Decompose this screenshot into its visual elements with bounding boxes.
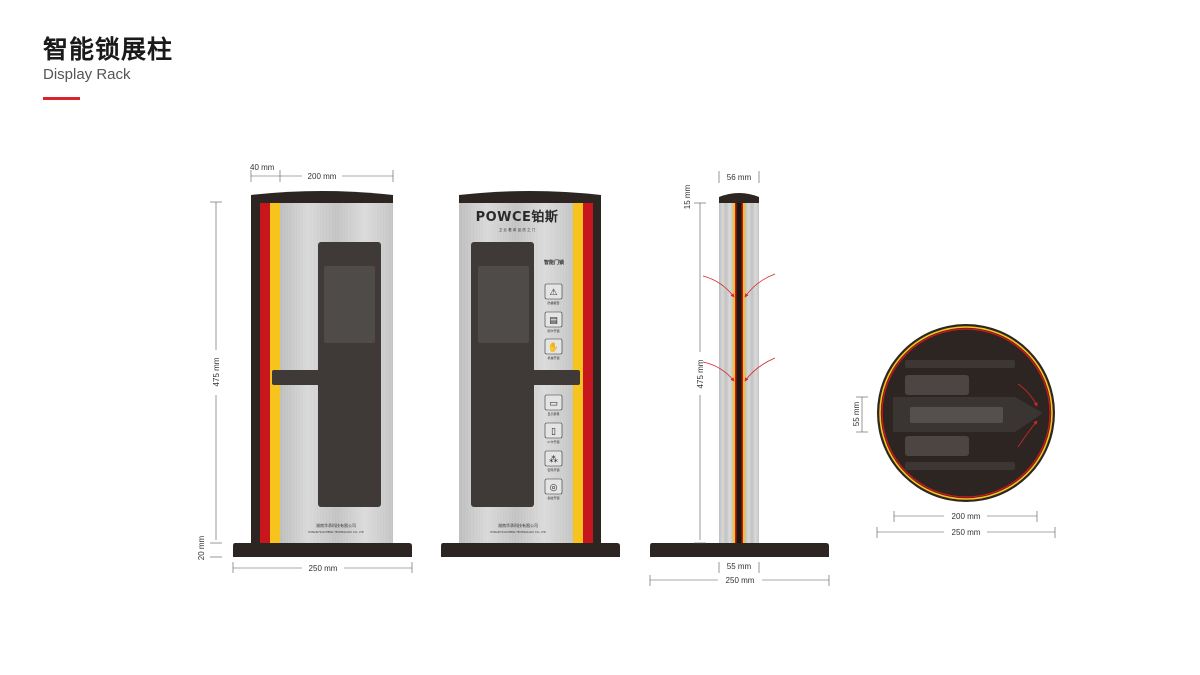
side-dim-body-width: 55 mm [727,562,752,571]
top-view-dim-depth: 55 mm [852,401,861,426]
svg-text:⁂: ⁂ [549,454,558,465]
side-view [650,193,829,557]
top-view-insert-arrows [1017,383,1038,448]
front-cap [251,191,393,202]
back-cap [459,191,601,202]
front-lock-screen [324,266,375,343]
screen-icon: ▭ 显示屏幕 [544,394,563,416]
side-stripe-core [736,203,742,543]
back-company-en: HUNAN HUACHENG TECHNOLOGY CO., LTD [490,530,546,534]
feature-label: 显示屏幕 [547,411,559,416]
front-base [233,543,412,557]
svg-text:⚠: ⚠ [549,288,557,298]
top-view-dim-outer-width: 250 mm [952,528,981,537]
side-dim-top-cap: 15 mm [683,184,692,209]
front-dim-height: 475 mm [212,357,221,386]
top-view-yellow-ring [879,326,1053,500]
svg-text:▤: ▤ [549,316,558,326]
back-stripe-red [583,203,593,543]
keypad-icon: ⁂ 密码开锁 [544,450,563,472]
fingerprint-icon: ◎ 指纹开锁 [544,478,563,500]
front-dim-base-height: 20 mm [197,535,206,560]
feature-label: 刷卡开锁 [547,328,559,333]
top-view-lock-top-rail [905,360,1015,368]
back-logo: POWCE铂斯 [476,209,559,225]
top-view [877,324,1055,502]
front-stripe-red [260,203,270,543]
feature-label: 指纹开锁 [547,495,559,500]
front-company-name: 湖南华承科技有限公司 [316,522,356,528]
svg-text:▭: ▭ [549,399,558,409]
hand-icon: ✋ 机械开锁 [544,338,563,360]
front-lock-handle [272,370,371,385]
back-brand-mark: 智能门锁 [544,259,564,266]
side-dim-base-width: 250 mm [726,576,755,585]
front-dim-base-width: 250 mm [309,564,338,573]
title-accent-rule [43,97,80,100]
card-icon: ▤ 刷卡开锁 [544,311,563,333]
feature-label: 密码开锁 [547,467,559,472]
side-stripe-yellow-right [743,203,745,543]
alarm-icon: ⚠ 防撬报警 [544,283,563,305]
top-view-lock-bottom-rail [905,462,1015,470]
svg-text:✋: ✋ [548,341,559,353]
top-view-red-ring [881,328,1051,498]
front-view: 湖南华承科技有限公司 HUNAN HUACHENG TECHNOLOGY CO.… [233,191,412,557]
side-insert-arrows [702,273,776,382]
back-slogan: 卫 业 看 希 品 质 之 门 [499,227,536,232]
top-view-dim-inner-width: 200 mm [952,512,981,521]
top-view-handle [910,407,1003,423]
front-dim-top-offset: 40 mm [250,163,275,172]
back-company-name: 湖南华承科技有限公司 [498,522,538,528]
side-stripe-red-right [741,203,743,543]
page-title: 智能锁展柱 [43,35,174,64]
side-dim-top-width: 56 mm [727,173,752,182]
back-view: POWCE铂斯 卫 业 看 希 品 质 之 门 智能门锁 ⚠ 防撬报警 ▤ 刷卡开锁 ✋… [441,191,620,557]
front-dim-top-width: 200 mm [308,172,337,181]
feature-label: 机械开锁 [547,355,559,360]
feature-label: IC卡开锁 [548,439,560,444]
page-subtitle: Display Rack [43,66,131,83]
side-stripe-yellow-left [733,203,735,543]
back-lock-handle [481,370,580,385]
side-dim-height: 475 mm [696,359,705,388]
top-view-dimensions [856,396,1056,538]
card-slot-icon: ▯ IC卡开锁 [544,422,563,444]
top-view-lock-back-block [905,436,969,456]
front-company-en: HUNAN HUACHENG TECHNOLOGY CO., LTD [308,530,364,534]
side-cap [719,193,759,203]
side-dimensions [649,171,830,586]
front-dimensions [210,170,413,573]
back-lock-screen [478,266,529,343]
top-view-lock-front-block [905,375,969,395]
back-feature-icons: ⚠ 防撬报警 ▤ 刷卡开锁 ✋ 机械开锁 ▭ 显示屏幕 ▯ IC卡开锁 ⁂ 密码开锁 ◎ 指纹开锁 [544,283,563,500]
back-base [441,543,620,557]
side-base [650,543,829,557]
side-stripe-red-left [735,203,737,543]
feature-label: 防撬报警 [547,300,559,305]
svg-text:◎: ◎ [550,483,558,493]
svg-text:▯: ▯ [551,427,556,437]
